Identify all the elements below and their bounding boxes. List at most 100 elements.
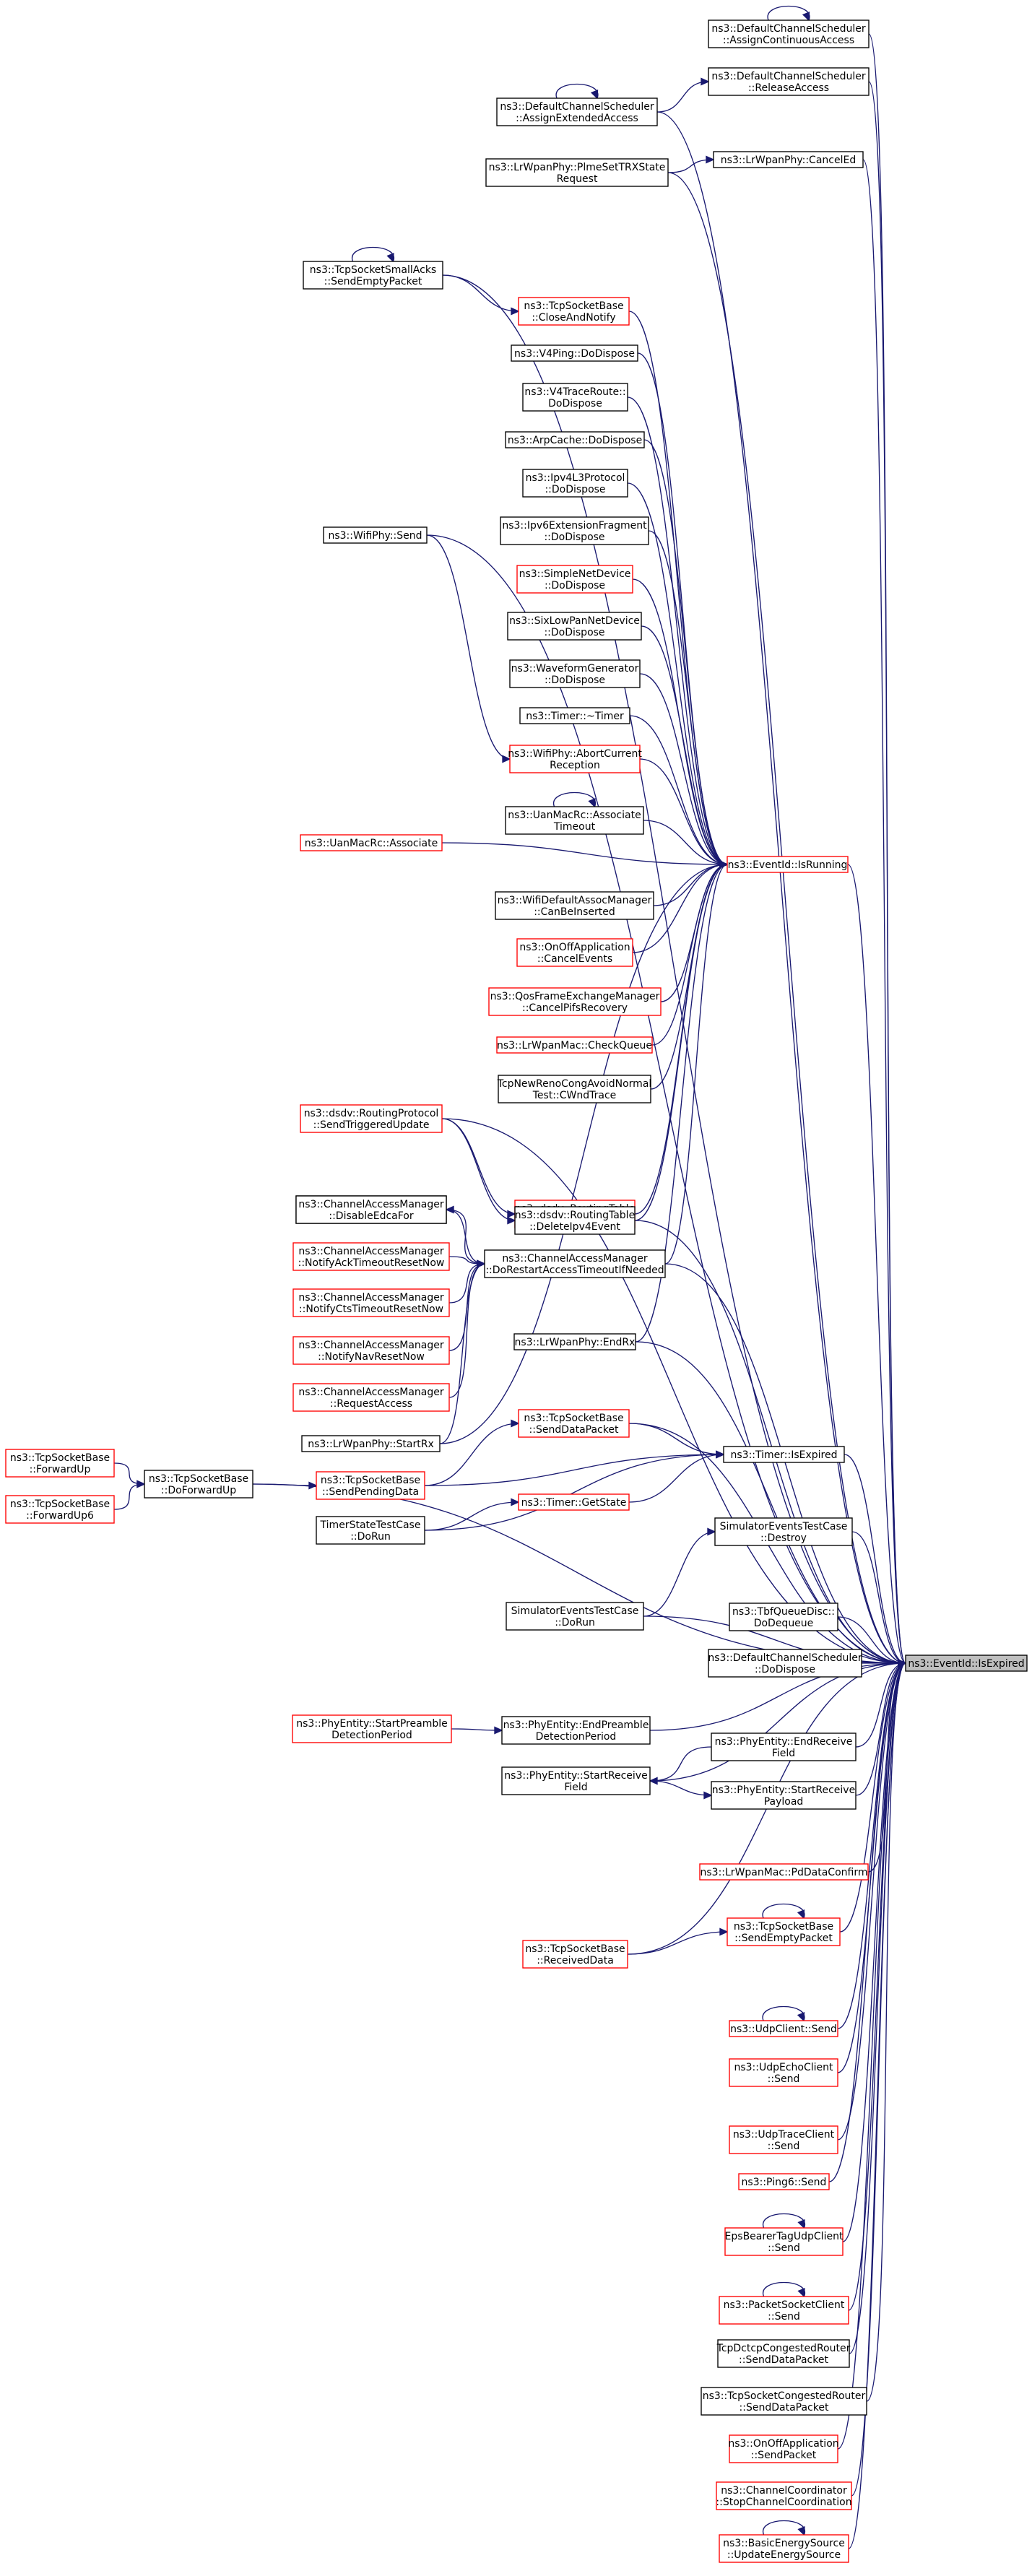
function-node[interactable]: ns3::ChannelAccessManager::RequestAccess: [292, 1383, 450, 1412]
function-node[interactable]: ns3::TcpSocketBase::ForwardUp: [5, 1449, 115, 1478]
function-node-label: ns3::ChannelAccessManager: [298, 1387, 444, 1398]
function-node-box: [488, 987, 662, 1016]
function-node-label: DoDispose: [548, 398, 602, 409]
function-node-label: ::AssignExtendedAccess: [516, 113, 638, 124]
function-node[interactable]: EpsBearerTagUdpClient::Send: [724, 2227, 844, 2256]
function-node[interactable]: ns3::ChannelCoordinator::StopChannelCoor…: [716, 2481, 852, 2510]
function-node[interactable]: ns3::TcpSocketBase::CloseAndNotify: [518, 297, 630, 326]
function-node[interactable]: ns3::UanMacRc::Associate: [300, 834, 443, 851]
arrowhead-n38-to-n33: [477, 1259, 486, 1268]
function-node[interactable]: ns3::UdpClient::Send: [729, 2020, 838, 2037]
edge-n60-to-n51: [837, 1662, 906, 2029]
function-node[interactable]: ns3::DefaultChannelScheduler::AssignCont…: [708, 19, 870, 48]
function-node[interactable]: ns3::SixLowPanNetDevice::DoDispose: [507, 612, 642, 641]
function-node[interactable]: ns3::PhyEntity::EndPreambleDetectionPeri…: [501, 1716, 651, 1745]
function-node[interactable]: ns3::DefaultChannelScheduler::AssignExte…: [496, 97, 658, 126]
function-node-box: [518, 1493, 630, 1511]
function-node-label: ns3::LrWpanPhy::CancelEd: [721, 155, 856, 166]
function-node[interactable]: SimulatorEventsTestCase::Destroy: [714, 1517, 853, 1546]
edge-n4-to-n5: [667, 159, 714, 173]
function-node-label: ns3::TcpSocketBase: [734, 1921, 833, 1933]
function-node-label: ns3::UdpTraceClient: [733, 2129, 835, 2141]
function-node[interactable]: ns3::WifiDefaultAssocManager::CanBeInser…: [495, 891, 654, 920]
function-node[interactable]: ns3::Timer::GetState: [518, 1493, 630, 1511]
function-node-box: [301, 1435, 441, 1452]
function-node[interactable]: ns3::LrWpanPhy::CancelEd: [713, 151, 864, 168]
function-node[interactable]: ns3::TcpSocketSmallAcks::SendEmptyPacket: [303, 261, 443, 290]
function-node[interactable]: ns3::ChannelAccessManager::NotifyAckTime…: [292, 1242, 450, 1271]
function-node[interactable]: ns3::TbfQueueDisc::DoDequeue: [729, 1603, 838, 1631]
function-node[interactable]: TimerStateTestCase::DoRun: [316, 1516, 425, 1545]
function-node[interactable]: ns3::Timer::~Timer: [519, 707, 630, 724]
function-node[interactable]: ns3::WifiPhy::Send: [323, 526, 428, 544]
function-node[interactable]: ns3::LrWpanPhy::StartRx: [301, 1435, 441, 1452]
self-loop-arrowhead-n64: [797, 2219, 805, 2229]
function-node[interactable]: ns3::Ipv4L3Protocol::DoDispose: [522, 469, 628, 498]
function-node[interactable]: ns3::WaveformGenerator::DoDispose: [509, 659, 641, 688]
function-node[interactable]: ns3::V4TraceRoute::DoDispose: [522, 383, 628, 412]
function-node[interactable]: ns3::TcpSocketBase::DoForwardUp: [144, 1470, 253, 1499]
function-node-label: ::Send: [768, 2311, 800, 2323]
function-node[interactable]: ns3::OnOffApplication::SendPacket: [728, 2434, 839, 2463]
function-node[interactable]: ns3::Ipv6ExtensionFragment::DoDispose: [500, 516, 649, 545]
edge-n8-to-n21: [637, 352, 728, 865]
function-node[interactable]: ns3::TcpSocketBase::SendDataPacket: [518, 1409, 630, 1438]
arrowhead-n48-to-n47: [707, 1527, 716, 1536]
function-node-label: ns3::TcpSocketBase: [10, 1499, 110, 1510]
function-node-label: ns3::ChannelAccessManager: [298, 1292, 444, 1304]
function-node[interactable]: ns3::DefaultChannelScheduler::DoDispose: [708, 1649, 862, 1678]
edge-n46-to-n40: [424, 1454, 724, 1531]
function-node[interactable]: ns3::LrWpanMac::CheckQueue: [496, 1036, 653, 1054]
function-node[interactable]: TcpDctcpCongestedRouter::SendDataPacket: [716, 2339, 851, 2368]
function-node[interactable]: ns3::Timer::IsExpired: [723, 1446, 845, 1463]
function-node-label: ns3::BasicEnergySource: [723, 2538, 845, 2549]
function-node-label: ns3::PacketSocketClient: [724, 2299, 845, 2311]
function-node[interactable]: ns3::UdpEchoClient::Send: [729, 2058, 838, 2087]
function-node[interactable]: ns3::TcpSocketBase::SendEmptyPacket: [727, 1917, 841, 1946]
function-node[interactable]: ns3::TcpSocketBase::SendPendingData: [316, 1471, 425, 1500]
function-node[interactable]: ns3::V4Ping::DoDispose: [511, 344, 638, 362]
function-node[interactable]: ns3::QosFrameExchangeManager::CancelPifs…: [488, 987, 662, 1016]
function-node[interactable]: ns3::TcpSocketBase::ForwardUp6: [5, 1495, 115, 1524]
edge-n54-to-n55: [649, 1746, 712, 1782]
function-node-label: ::DoRun: [350, 1531, 391, 1543]
function-node[interactable]: ns3::LrWpanPhy::EndRx: [513, 1333, 636, 1350]
function-node[interactable]: ns3::Ping6::Send: [738, 2173, 830, 2190]
function-node[interactable]: ns3::ArpCache::DoDispose: [505, 431, 645, 448]
function-node-label: ns3::OnOffApplication: [519, 942, 630, 953]
function-node[interactable]: ns3::PacketSocketClient::Send: [719, 2296, 849, 2325]
function-node-label: Field: [564, 1782, 587, 1793]
function-node[interactable]: ns3::dsdv::RoutingTable::DeleteIpv4Event: [514, 1206, 636, 1235]
function-node-box: [518, 1409, 630, 1438]
function-node[interactable]: ns3::ChannelAccessManager::NotifyNavRese…: [292, 1336, 450, 1365]
function-node[interactable]: ns3::ChannelAccessManager::NotifyCtsTime…: [292, 1288, 450, 1317]
function-node[interactable]: ns3::BasicEnergySource::UpdateEnergySour…: [719, 2534, 849, 2563]
function-node[interactable]: ns3::EventId::IsExpired: [905, 1655, 1028, 1672]
function-node[interactable]: SimulatorEventsTestCase::DoRun: [506, 1602, 644, 1631]
function-node[interactable]: ns3::LrWpanMac::PdDataConfirm: [699, 1863, 869, 1881]
edge-n56-to-n51: [855, 1662, 906, 1796]
function-node[interactable]: ns3::ChannelAccessManager::DisableEdcaFo…: [295, 1195, 447, 1224]
function-node[interactable]: ns3::ChannelAccessManager::DoRestartAcce…: [484, 1249, 666, 1278]
function-node[interactable]: ns3::DefaultChannelScheduler::ReleaseAcc…: [708, 67, 870, 96]
function-node-box: [292, 1383, 450, 1412]
function-node[interactable]: ns3::dsdv::RoutingProtocol::SendTriggere…: [300, 1104, 443, 1133]
function-node[interactable]: ns3::UdpTraceClient::Send: [729, 2125, 838, 2154]
function-node[interactable]: ns3::EventId::IsRunning: [727, 856, 849, 873]
function-node[interactable]: ns3::TcpSocketCongestedRouter::SendDataP…: [701, 2387, 867, 2416]
edge-n33-to-n21: [664, 864, 728, 1265]
function-node[interactable]: ns3::OnOffApplication::CancelEvents: [516, 938, 633, 967]
function-node-box: [699, 1863, 869, 1881]
function-node[interactable]: ns3::TcpSocketBase::ReceivedData: [522, 1940, 628, 1969]
function-node-label: ::CloseAndNotify: [532, 312, 615, 324]
function-node[interactable]: ns3::PhyEntity::StartPreambleDetectionPe…: [292, 1714, 452, 1743]
function-node-label: ::DoDispose: [545, 580, 605, 591]
function-node[interactable]: ns3::SimpleNetDevice::DoDispose: [516, 565, 633, 594]
